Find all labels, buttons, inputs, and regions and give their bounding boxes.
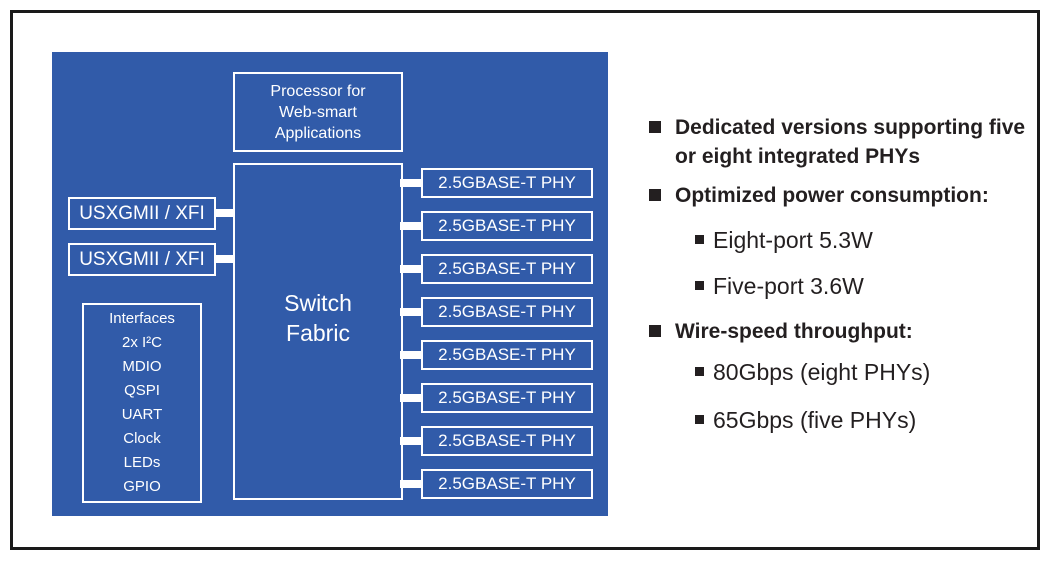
phy-port-label: 2.5GBASE-T PHY bbox=[438, 431, 576, 450]
bullet-square-icon bbox=[649, 189, 661, 201]
interface-item: 2x I²C bbox=[121, 334, 162, 351]
bullet-square-icon bbox=[695, 415, 704, 424]
connector-line bbox=[400, 308, 422, 316]
uplink-port-box: USXGMII / XFI bbox=[68, 197, 216, 230]
phy-port-label: 2.5GBASE-T PHY bbox=[438, 388, 576, 407]
feature-list: Dedicated versions supporting five or ei… bbox=[13, 13, 1050, 561]
interface-item: GPIO bbox=[123, 478, 161, 495]
connector-line bbox=[400, 351, 422, 359]
connector-line bbox=[400, 480, 422, 488]
interfaces-box: Interfaces 2x I²C MDIO QSPI UART Clock L… bbox=[82, 303, 202, 503]
feature-subitem: Eight-port 5.3W bbox=[695, 225, 873, 255]
bullet-square-icon bbox=[695, 367, 704, 376]
interface-item: MDIO bbox=[122, 358, 162, 375]
connector-line bbox=[400, 179, 422, 187]
chip-block-diagram: Processor for Web-smart Applications Swi… bbox=[52, 52, 608, 516]
uplink-port-box: USXGMII / XFI bbox=[68, 243, 216, 276]
phy-port-label: 2.5GBASE-T PHY bbox=[438, 302, 576, 321]
feature-label: Dedicated versions supporting five or ei… bbox=[675, 116, 1026, 168]
connector-line bbox=[400, 222, 422, 230]
interface-item: Clock bbox=[123, 430, 161, 447]
connector-line bbox=[400, 437, 422, 445]
connector-line bbox=[400, 265, 422, 273]
interface-item: UART bbox=[121, 406, 163, 423]
phy-port-box: 2.5GBASE-T PHY bbox=[421, 469, 593, 499]
bullet-square-icon bbox=[649, 121, 661, 133]
phy-port-box: 2.5GBASE-T PHY bbox=[421, 254, 593, 284]
bullet-square-icon bbox=[695, 281, 704, 290]
feature-subitem: 65Gbps (five PHYs) bbox=[695, 405, 916, 435]
phy-port-box: 2.5GBASE-T PHY bbox=[421, 340, 593, 370]
phy-port-label: 2.5GBASE-T PHY bbox=[438, 345, 576, 364]
bullet-square-icon bbox=[649, 325, 661, 337]
uplink-port-label: USXGMII / XFI bbox=[79, 248, 205, 270]
feature-label: 80Gbps (eight PHYs) bbox=[713, 359, 931, 385]
feature-subitem: 80Gbps (eight PHYs) bbox=[695, 357, 930, 387]
phy-port-label: 2.5GBASE-T PHY bbox=[438, 259, 576, 278]
feature-label: Optimized power consumption: bbox=[675, 184, 989, 207]
feature-item: Wire-speed throughput: bbox=[649, 317, 913, 346]
interfaces-title: Interfaces bbox=[109, 310, 175, 327]
phy-port-label: 2.5GBASE-T PHY bbox=[438, 216, 576, 235]
feature-label: Eight-port 5.3W bbox=[713, 227, 873, 253]
outer-frame: Processor for Web-smart Applications Swi… bbox=[10, 10, 1040, 550]
phy-port-box: 2.5GBASE-T PHY bbox=[421, 168, 593, 198]
feature-label: Wire-speed throughput: bbox=[675, 320, 913, 343]
connector-line bbox=[216, 255, 234, 263]
interface-item: LEDs bbox=[123, 454, 161, 471]
phy-port-box: 2.5GBASE-T PHY bbox=[421, 211, 593, 241]
phy-port-box: 2.5GBASE-T PHY bbox=[421, 297, 593, 327]
processor-box: Processor for Web-smart Applications bbox=[233, 72, 403, 152]
feature-label: Five-port 3.6W bbox=[713, 273, 864, 299]
interface-item: QSPI bbox=[124, 382, 160, 399]
phy-port-label: 2.5GBASE-T PHY bbox=[438, 173, 576, 192]
phy-port-box: 2.5GBASE-T PHY bbox=[421, 383, 593, 413]
feature-label: 65Gbps (five PHYs) bbox=[713, 407, 917, 433]
connector-line bbox=[216, 209, 234, 217]
connector-line bbox=[400, 394, 422, 402]
bullet-square-icon bbox=[695, 235, 704, 244]
phy-port-label: 2.5GBASE-T PHY bbox=[438, 474, 576, 493]
feature-item: Optimized power consumption: bbox=[649, 181, 989, 210]
switch-fabric-label: Switch Fabric bbox=[284, 290, 352, 346]
phy-port-box: 2.5GBASE-T PHY bbox=[421, 426, 593, 456]
feature-subitem: Five-port 3.6W bbox=[695, 271, 864, 301]
uplink-port-label: USXGMII / XFI bbox=[79, 202, 205, 224]
processor-label: Processor for Web-smart Applications bbox=[270, 82, 366, 142]
feature-item: Dedicated versions supporting five or ei… bbox=[649, 113, 1030, 171]
switch-fabric-box: Switch Fabric bbox=[233, 163, 403, 500]
